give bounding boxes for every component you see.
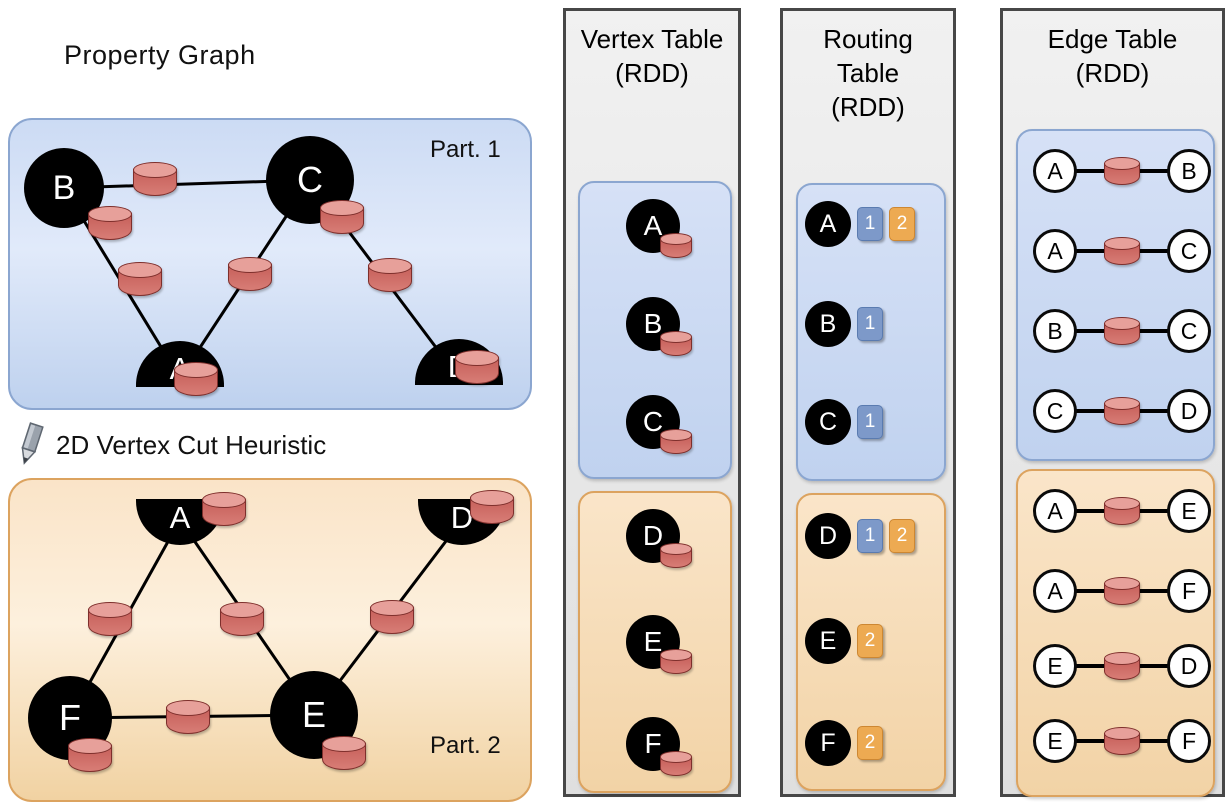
- vertex-property-icon: [320, 200, 364, 234]
- vertex-cut-heuristic-label: 2D Vertex Cut Heuristic: [56, 430, 327, 460]
- edge-row-B-C: B C: [1033, 308, 1211, 354]
- edge-dst-vertex: B: [1167, 149, 1211, 193]
- edge-src-vertex: A: [1033, 489, 1077, 533]
- partition-2-label: Part. 2: [430, 732, 501, 759]
- edge-property-icon: [166, 700, 210, 734]
- edge-property-icon: [1104, 317, 1140, 345]
- edge-row-A-F: A F: [1033, 568, 1211, 614]
- edge-property-icon: [1104, 497, 1140, 525]
- edge-src-vertex: E: [1033, 719, 1077, 763]
- edge-src-vertex: E: [1033, 644, 1077, 688]
- edge-row-E-D: E D: [1033, 643, 1211, 689]
- edge-property-icon: [88, 602, 132, 636]
- edge-property-icon: [220, 602, 264, 636]
- edge-property-icon: [1104, 157, 1140, 185]
- pencil-icon: [21, 422, 44, 465]
- edge-property-icon: [1104, 577, 1140, 605]
- routing-vertex-D: D: [805, 513, 851, 559]
- routing-table-panel: Routing Table (RDD) A 1 2 B 1 C 1 D 1 2 …: [780, 8, 956, 797]
- edge-src-vertex: A: [1033, 149, 1077, 193]
- routing-vertex-A: A: [805, 201, 851, 247]
- edge-dst-vertex: F: [1167, 719, 1211, 763]
- edge-src-vertex: A: [1033, 569, 1077, 613]
- edge-table-title-text: Edge Table: [1047, 24, 1178, 54]
- edge-dst-vertex: D: [1167, 644, 1211, 688]
- vertex-property-icon: [660, 649, 692, 674]
- edge-row-A-E: A E: [1033, 488, 1211, 534]
- edge-dst-vertex: F: [1167, 569, 1211, 613]
- vertex-property-icon: [455, 350, 499, 384]
- edge-property-icon: [133, 162, 177, 196]
- edge-dst-vertex: C: [1167, 309, 1211, 353]
- vertex-property-icon: [470, 490, 514, 524]
- edge-table-title: Edge Table (RDD): [1003, 11, 1222, 91]
- vertex-table-vertex-C: C: [626, 395, 680, 449]
- vertex-table-title: Vertex Table (RDD): [566, 11, 738, 91]
- edge-row-E-F: E F: [1033, 718, 1211, 764]
- vertex-property-icon: [660, 233, 692, 258]
- edge-row-A-C: A C: [1033, 228, 1211, 274]
- edge-table-subtitle-text: (RDD): [1075, 57, 1150, 88]
- vertex-table-panel: Vertex Table (RDD) A B C D E F: [563, 8, 741, 797]
- vertex-property-icon: [660, 543, 692, 568]
- vertex-property-icon: [174, 362, 218, 396]
- routing-vertex-C: C: [805, 399, 851, 445]
- routing-partition-badge: 1: [857, 405, 883, 439]
- routing-partition-badge: 1: [857, 207, 883, 241]
- vertex-table-subtitle-text: (RDD): [615, 57, 689, 88]
- partition-2-box: Part. 2 A D F E: [8, 478, 532, 802]
- vertex-table-title-text: Vertex Table: [580, 24, 724, 54]
- vertex-property-icon: [88, 206, 132, 240]
- routing-partition-badge: 1: [857, 519, 883, 553]
- edge-property-icon: [1104, 237, 1140, 265]
- edge-property-icon: [1104, 397, 1140, 425]
- routing-table-title-line1: Routing: [823, 24, 913, 54]
- edge-property-icon: [368, 258, 412, 292]
- routing-vertex-B: B: [805, 301, 851, 347]
- property-graph-title: Property Graph: [64, 40, 256, 70]
- partition-1-box: Part. 1 B C A D: [8, 118, 532, 410]
- routing-vertex-E: E: [805, 618, 851, 664]
- routing-partition-badge: 2: [889, 519, 915, 553]
- edge-property-icon: [370, 600, 414, 634]
- routing-partition-badge: 1: [857, 307, 883, 341]
- edge-table-panel: Edge Table (RDD) A B A C B C C D: [1000, 8, 1225, 797]
- vertex-property-icon: [660, 751, 692, 776]
- vertex-property-icon: [68, 738, 112, 772]
- routing-table-title-line2: Table: [836, 57, 900, 88]
- partition-1-label: Part. 1: [430, 136, 501, 163]
- edge-property-icon: [118, 262, 162, 296]
- routing-vertex-F: F: [805, 720, 851, 766]
- vertex-property-icon: [202, 492, 246, 526]
- edge-property-icon: [228, 257, 272, 291]
- edge-property-icon: [1104, 727, 1140, 755]
- routing-table-title: Routing Table (RDD): [783, 11, 953, 124]
- vertex-property-icon: [660, 331, 692, 356]
- routing-partition-badge: 2: [857, 624, 883, 658]
- vertex-property-icon: [322, 736, 366, 770]
- edge-src-vertex: A: [1033, 229, 1077, 273]
- routing-partition-badge: 2: [857, 726, 883, 760]
- edge-row-A-B: A B: [1033, 148, 1211, 194]
- edge-src-vertex: B: [1033, 309, 1077, 353]
- edge-row-C-D: C D: [1033, 388, 1211, 434]
- vertex-property-icon: [660, 429, 692, 454]
- edge-dst-vertex: D: [1167, 389, 1211, 433]
- routing-partition-badge: 2: [889, 207, 915, 241]
- edge-dst-vertex: C: [1167, 229, 1211, 273]
- edge-src-vertex: C: [1033, 389, 1077, 433]
- edge-property-icon: [1104, 652, 1140, 680]
- routing-table-title-line3: (RDD): [831, 91, 905, 122]
- edge-dst-vertex: E: [1167, 489, 1211, 533]
